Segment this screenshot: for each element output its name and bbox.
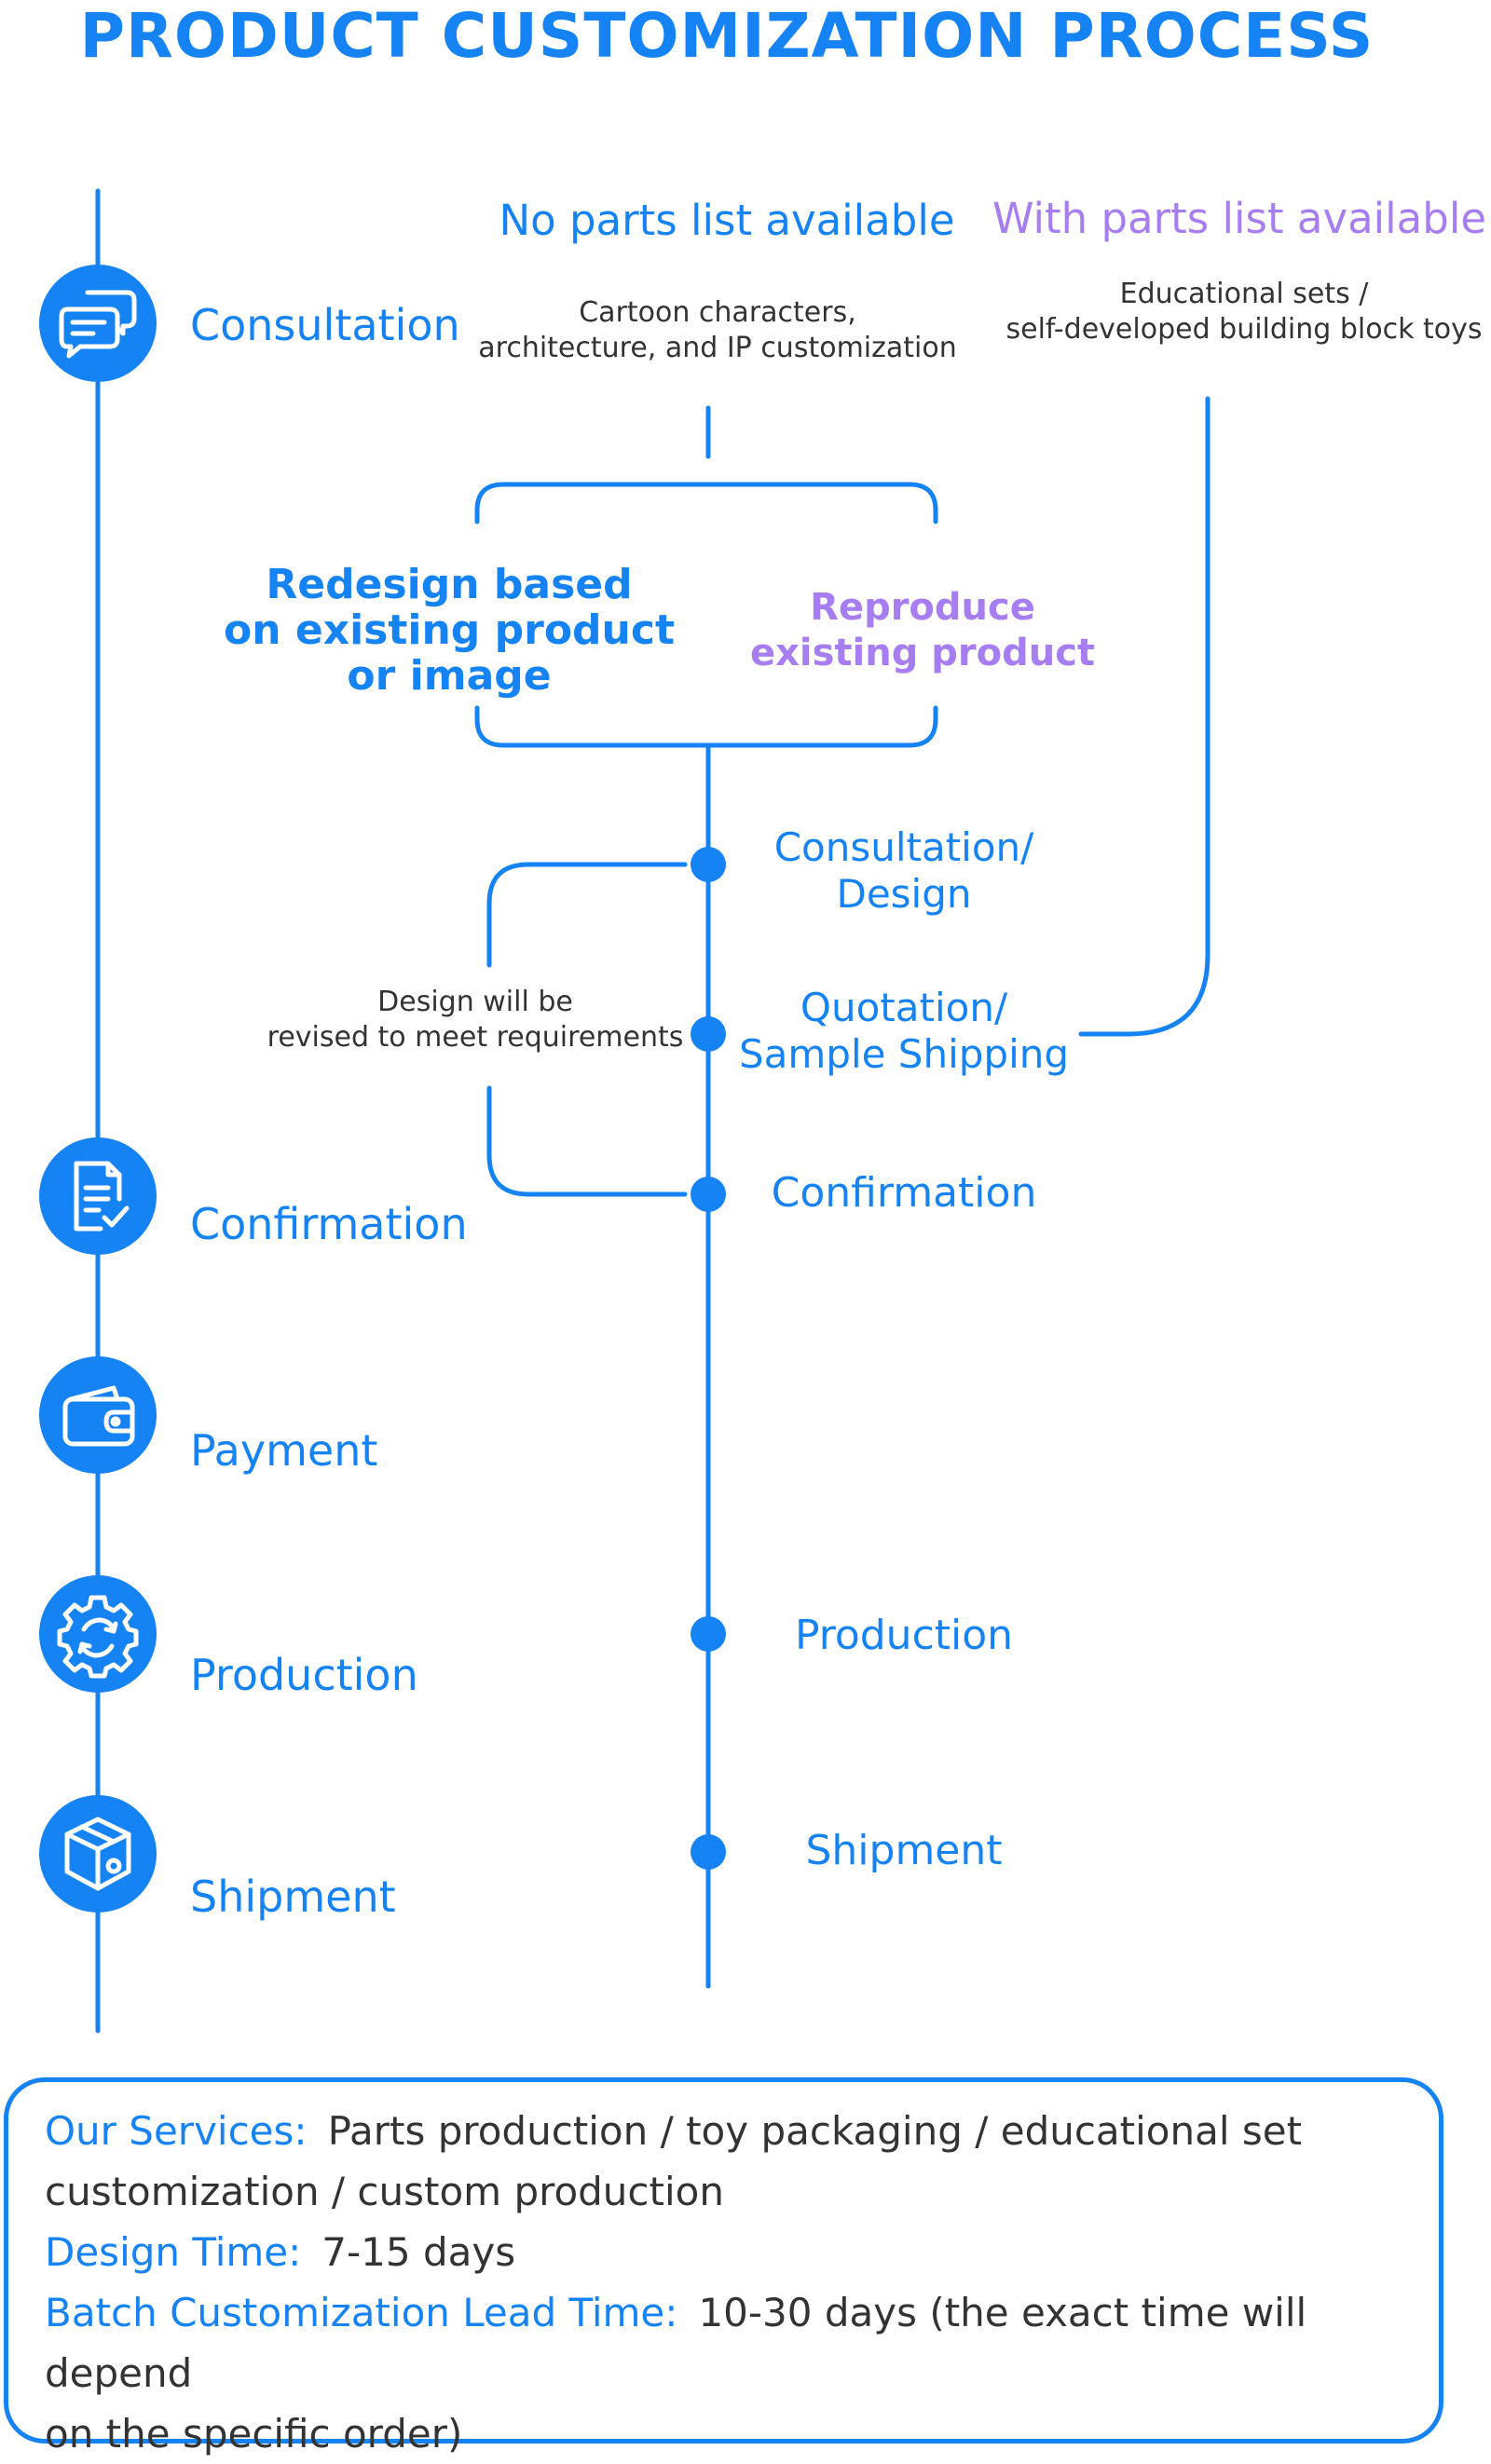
design-time-line: Design Time: 7-15 days (45, 2222, 1415, 2282)
package-gear-icon (39, 1795, 157, 1913)
heading-no-parts: No parts list available (499, 196, 955, 245)
flow-production: Production (794, 1612, 1014, 1659)
flow-dot-quotation (691, 1016, 726, 1052)
batch-time-value-1: 10-30 days (the exact time will depend (45, 2290, 1307, 2396)
step-label-shipment: Shipment (190, 1872, 396, 1922)
option-redesign: Redesign based on existing product or im… (224, 561, 675, 700)
flow-consult-design: Consultation/ Design (773, 824, 1034, 917)
document-check-icon (39, 1137, 157, 1255)
batch-time-value-2: on the specific order) (45, 2411, 463, 2457)
desc-with-parts: Educational sets / self-developed buildi… (1005, 278, 1483, 346)
batch-time-key: Batch Customization Lead Time: (45, 2290, 678, 2335)
design-time-value: 7-15 days (321, 2229, 516, 2275)
flow-confirmation: Confirmation (771, 1169, 1037, 1217)
flow-dot-consult-design (691, 847, 726, 882)
services-key: Our Services: (45, 2108, 308, 2154)
gear-cycle-icon (39, 1575, 157, 1693)
step-label-payment: Payment (190, 1425, 378, 1476)
step-label-production: Production (190, 1650, 418, 1700)
services-text: Our Services: Parts production / toy pack… (45, 2101, 1415, 2464)
services-line: Our Services: Parts production / toy pack… (45, 2101, 1415, 2161)
flow-dot-shipment (691, 1834, 726, 1870)
option-reproduce: Reproduce existing product (749, 586, 1096, 674)
services-box (4, 2077, 1443, 2444)
services-value-2: customization / custom production (45, 2169, 724, 2214)
flow-shipment: Shipment (805, 1827, 1003, 1874)
wallet-icon (39, 1356, 157, 1474)
page-title: PRODUCT CUSTOMIZATION PROCESS (79, 0, 1375, 72)
services-value-1: Parts production / toy packaging / educa… (327, 2108, 1303, 2154)
design-time-key: Design Time: (45, 2229, 302, 2275)
heading-with-parts: With parts list available (992, 194, 1487, 243)
step-label-confirmation: Confirmation (190, 1199, 468, 1249)
flow-dot-confirmation (691, 1177, 726, 1212)
step-label-consultation: Consultation (190, 300, 460, 350)
chat-bubbles-icon (39, 265, 157, 382)
batch-time-line: Batch Customization Lead Time:10-30 days… (45, 2282, 1415, 2403)
revision-note: Design will be revised to meet requireme… (267, 986, 684, 1054)
flow-quotation: Quotation/ Sample Shipping (738, 985, 1070, 1077)
flow-dot-production (691, 1616, 726, 1652)
desc-no-parts: Cartoon characters, architecture, and IP… (478, 296, 957, 364)
